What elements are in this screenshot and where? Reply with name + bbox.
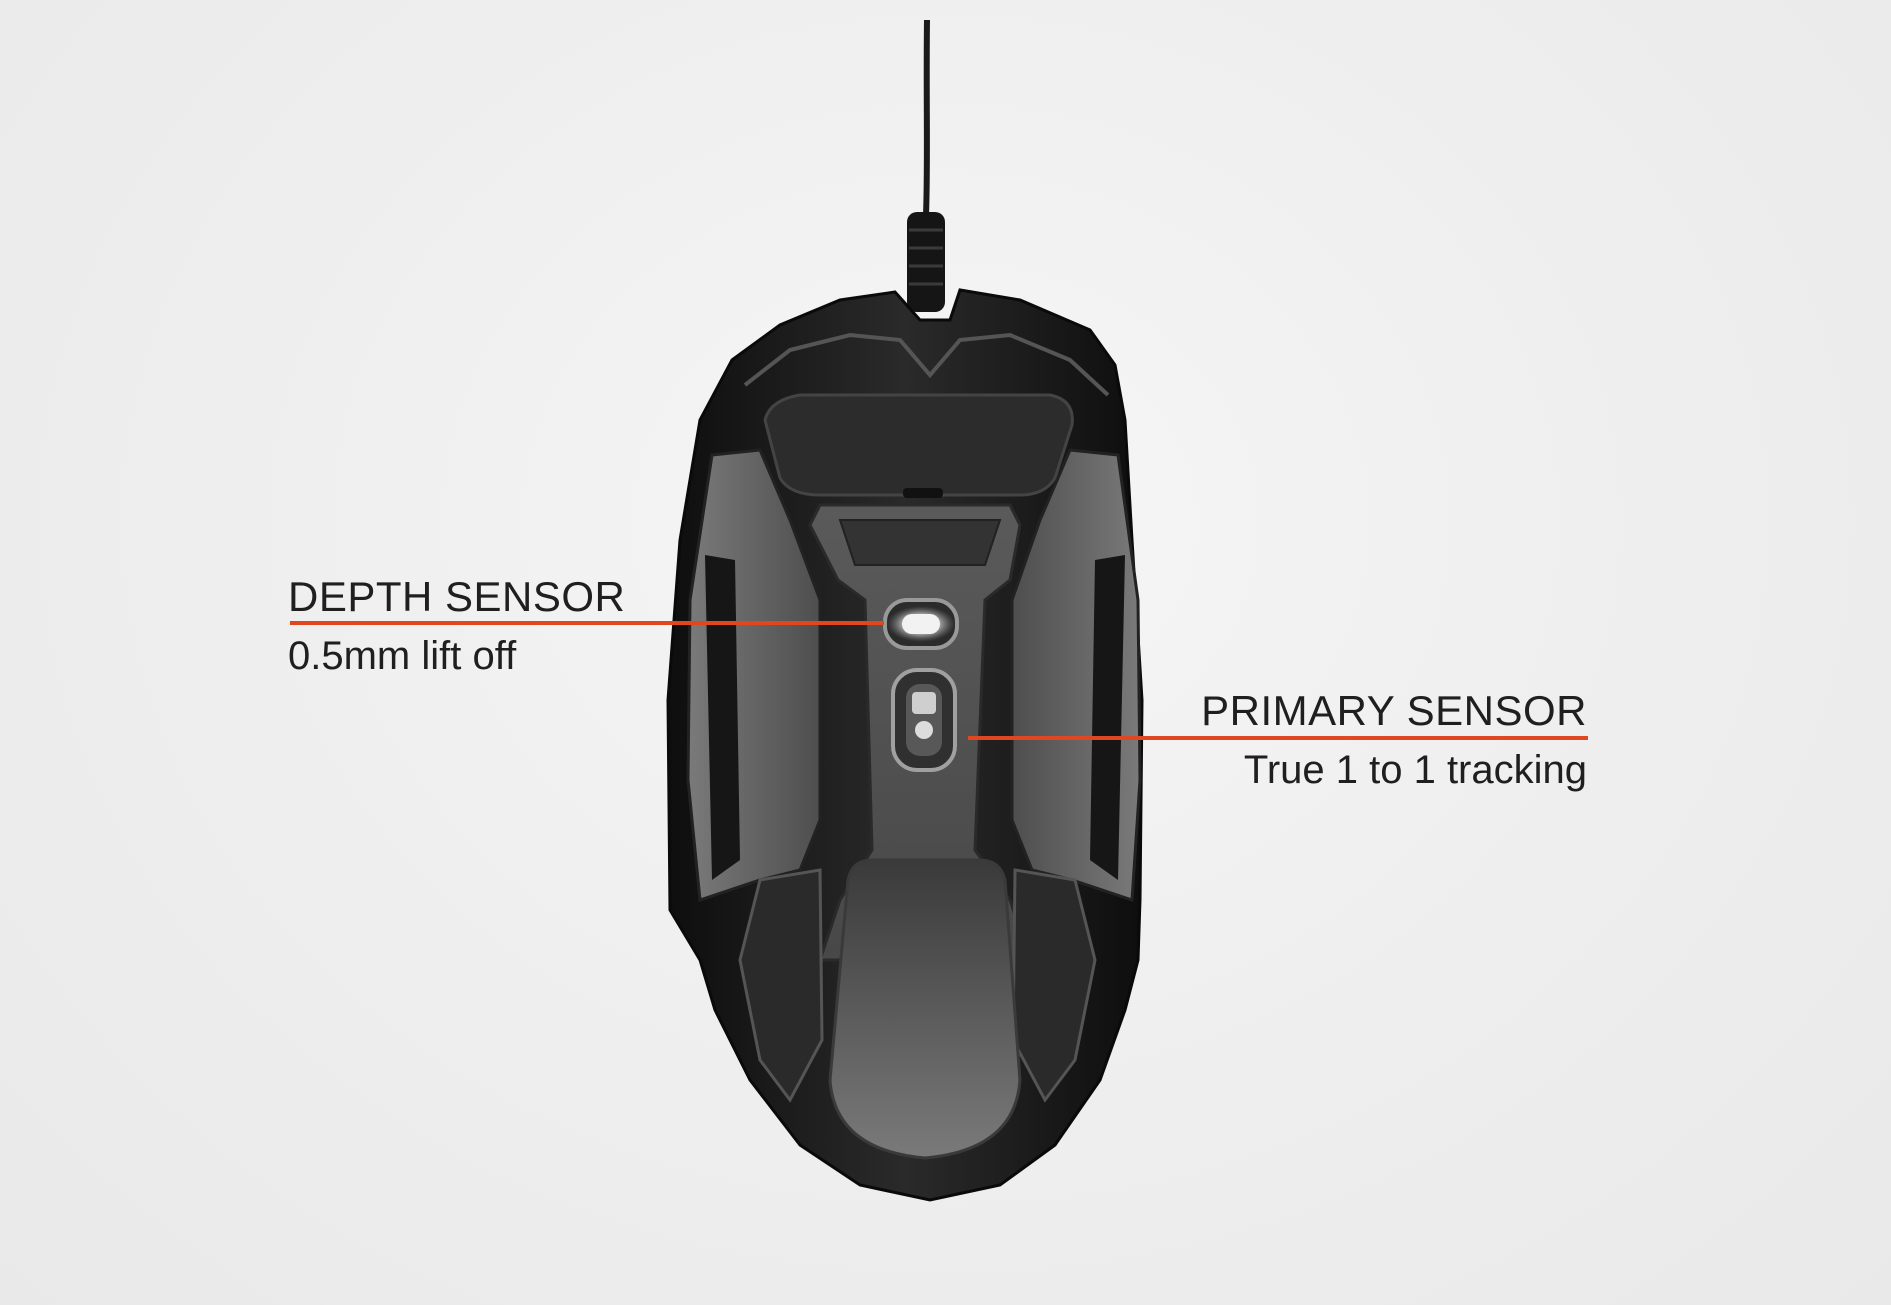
primary-sensor-subtitle: True 1 to 1 tracking	[1243, 748, 1587, 792]
bottom-left-foot	[738, 868, 824, 1103]
primary-sensor-title: PRIMARY SENSOR	[1201, 687, 1587, 734]
primary-sensor-window	[912, 692, 936, 714]
left-grip-slot	[705, 555, 740, 880]
primary-sensor-logo	[915, 721, 933, 739]
cable	[923, 19, 930, 216]
depth-sensor-lens	[902, 614, 940, 634]
depth-sensor-title: DEPTH SENSOR	[288, 573, 626, 620]
bottom-center-foot	[828, 858, 1022, 1160]
center-recess	[838, 519, 1002, 566]
cable-strain-relief	[907, 212, 945, 312]
front-pad-notch	[903, 488, 943, 498]
depth-sensor-callout: DEPTH SENSOR 0.5mm lift off	[288, 573, 626, 678]
right-grip-slot	[1090, 555, 1125, 880]
front-glide-pad	[763, 393, 1074, 497]
strain-relief-ridges	[909, 228, 943, 286]
front-button-edge	[743, 332, 1110, 397]
bottom-right-foot	[1011, 868, 1097, 1103]
depth-sensor-subtitle: 0.5mm lift off	[288, 634, 517, 678]
primary-sensor-callout: PRIMARY SENSOR True 1 to 1 tracking	[1201, 687, 1587, 792]
